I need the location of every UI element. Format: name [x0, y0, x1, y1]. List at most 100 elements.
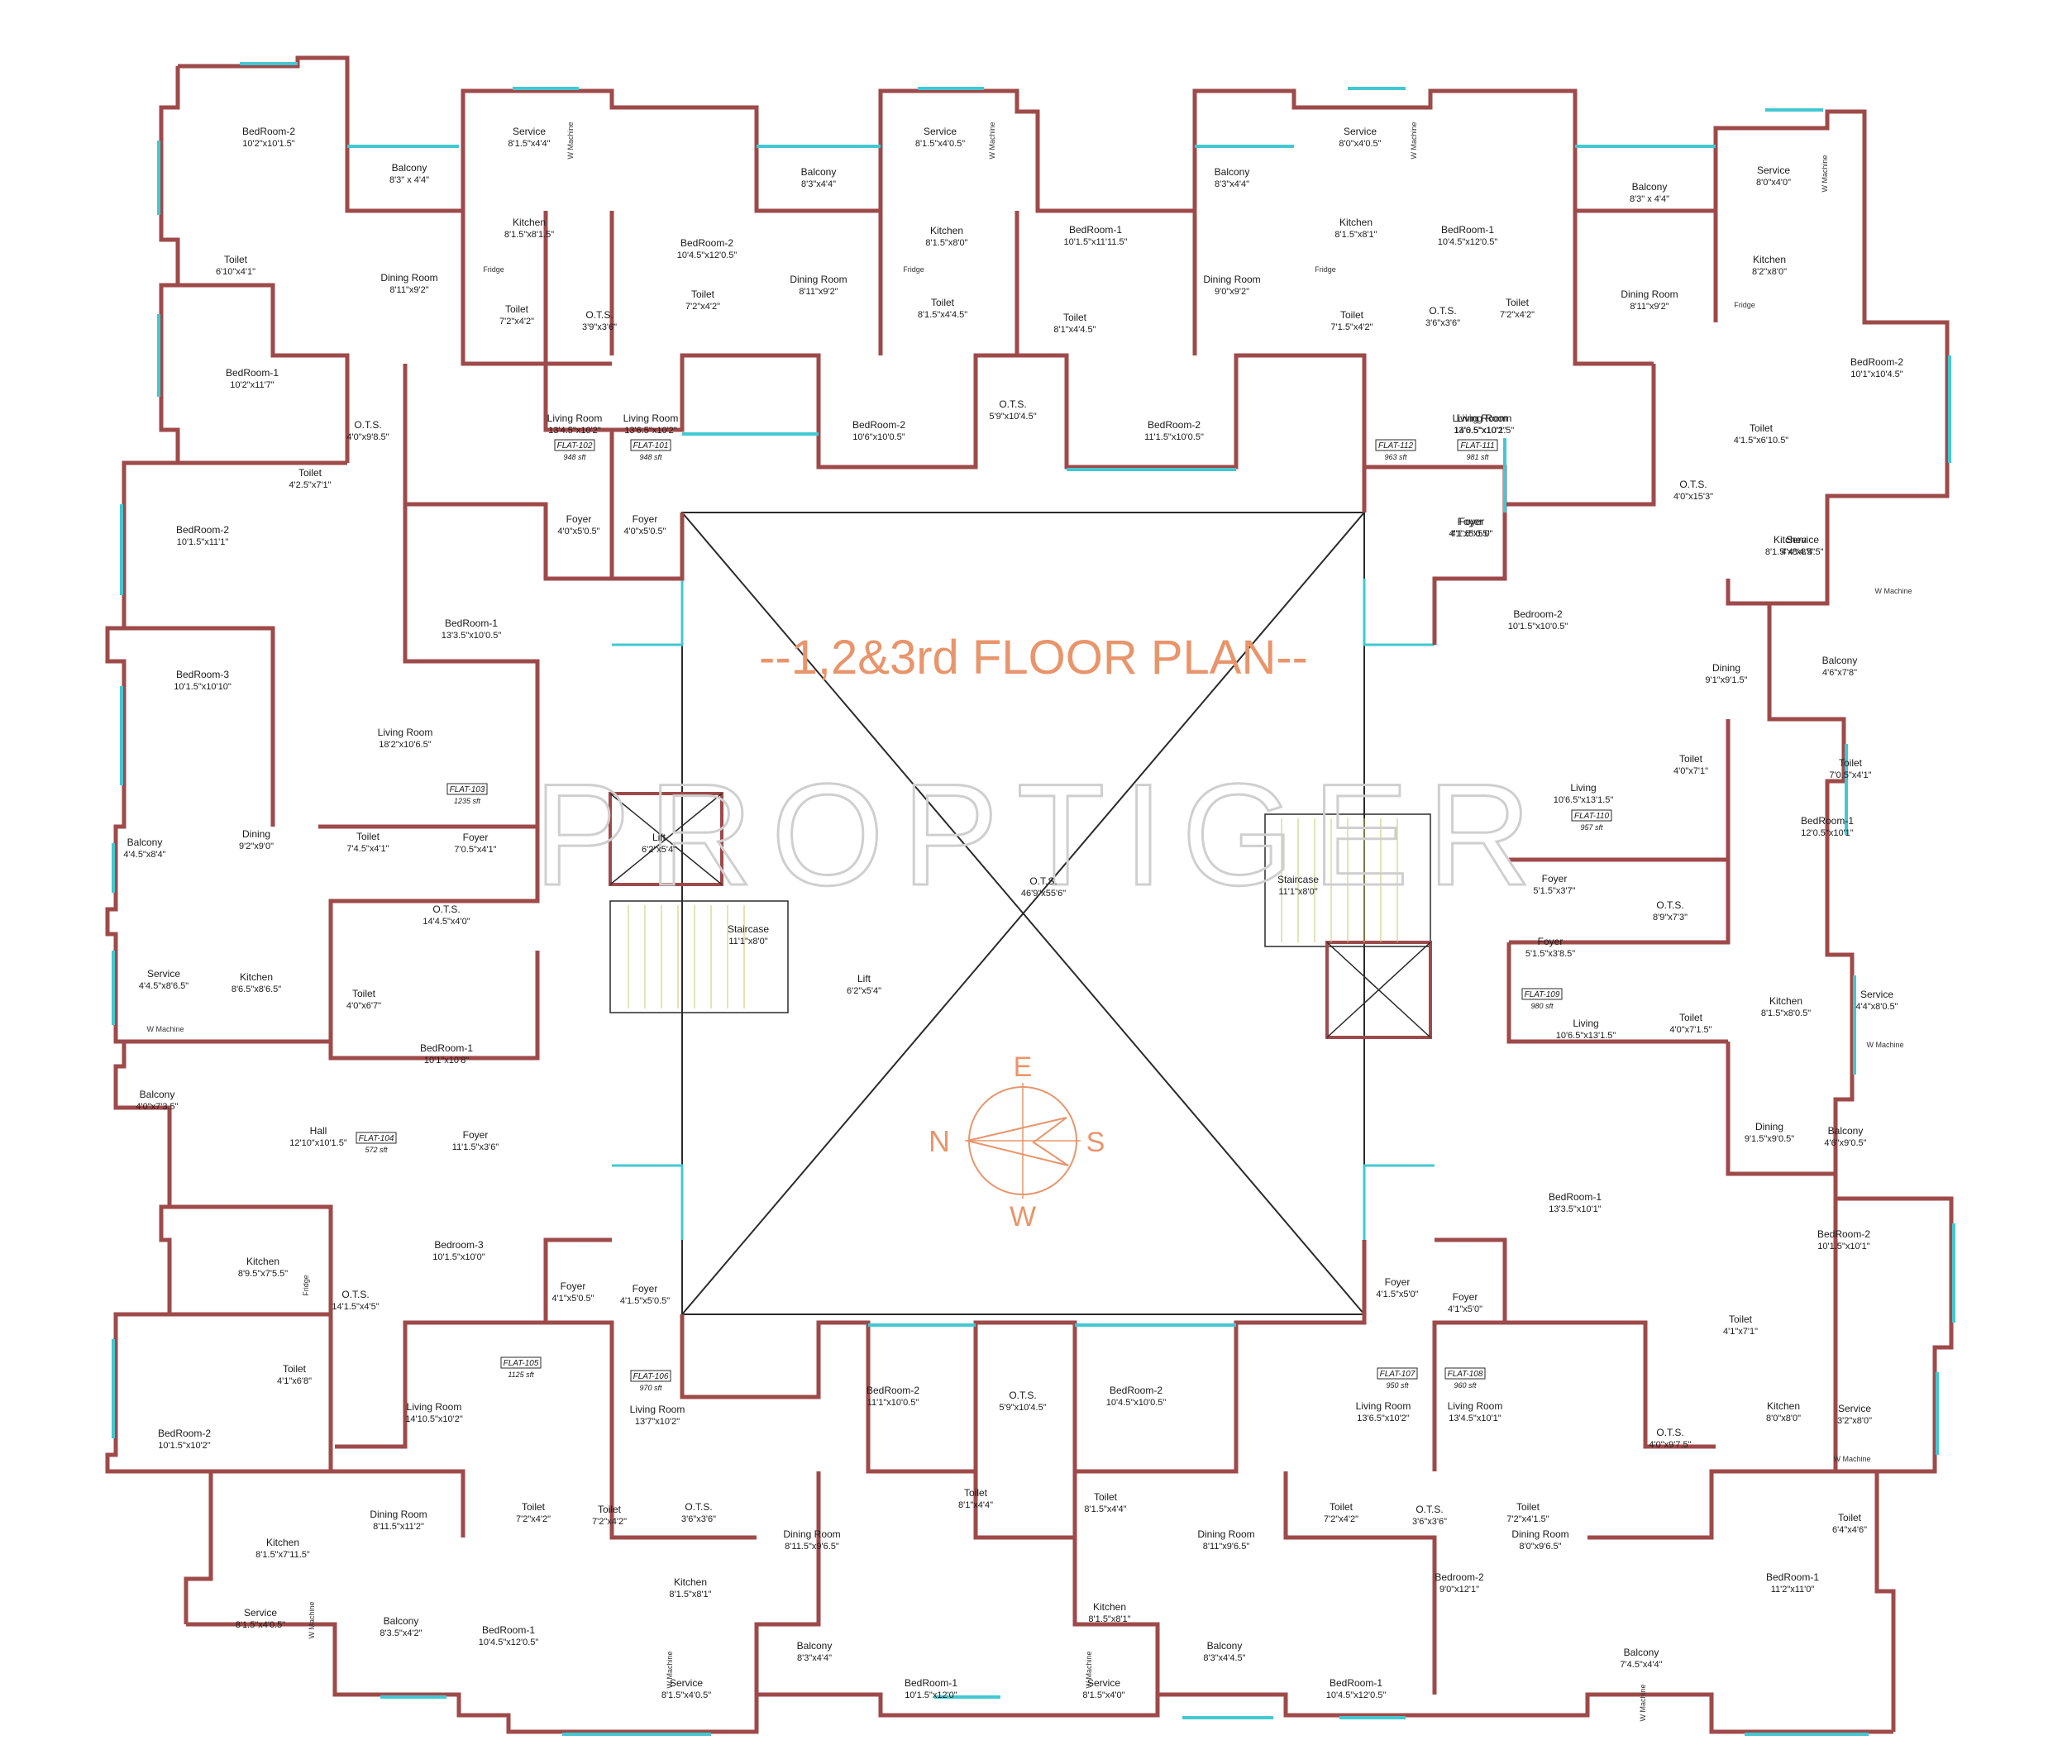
room-size: 8'3.5"x4'2" [380, 1628, 422, 1638]
flat-area: 980 sft [1530, 1002, 1554, 1010]
flat-id: FLAT-111 [1460, 441, 1494, 451]
washing-machine-label: W Machine [308, 1601, 316, 1638]
room-name: O.T.S. [1429, 305, 1456, 317]
room-name: Living Room [407, 1401, 462, 1413]
room-name: Kitchen [1769, 995, 1802, 1007]
flat-id: FLAT-105 [504, 1359, 539, 1368]
flat-tag-box [1377, 1367, 1418, 1380]
room-size: 10'1"x10'4.5" [1850, 369, 1903, 379]
room-name: Toilet [522, 1501, 546, 1513]
room-size: 14'0.5"x10'1.5" [1454, 426, 1515, 436]
room-label: BedRoom-211'1.5"x10'0.5" [1144, 419, 1204, 442]
room-name: Foyer [1542, 873, 1568, 884]
room-name: Kitchen [1753, 254, 1786, 265]
room-name: Kitchen [513, 217, 546, 228]
room-label: O.T.S.3'6"x3'6" [1425, 305, 1460, 328]
room-size: 6'10"x4'1" [216, 267, 255, 277]
room-name: Service [1838, 1403, 1871, 1414]
room-name: Service [147, 968, 180, 980]
room-size: 4'1.5"x5'0.5" [620, 1296, 670, 1306]
room-name: Toilet [1729, 1313, 1753, 1325]
room-size: 8'1.5"x8'4.5" [1765, 547, 1815, 557]
room-name: Dining Room [1511, 1528, 1568, 1540]
room-label: BedRoom-110'4.5"x12'0.5" [1438, 224, 1498, 247]
flat-tag-box [1571, 809, 1612, 822]
room-name: BedRoom-1 [445, 617, 498, 629]
room-label: BedRoom-210'6"x10'0.5" [852, 419, 905, 442]
room-name: Hall [310, 1125, 327, 1137]
room-name: Foyer [633, 1283, 658, 1294]
room-size: 3'6"x3'6" [681, 1514, 716, 1524]
room-name: BedRoom-2 [867, 1385, 919, 1396]
room-size: 10'2"x11'7" [230, 380, 274, 390]
room-size: 8'0"x4'0" [1756, 178, 1791, 188]
room-size: 8'3"x4'4.5" [1203, 1653, 1245, 1663]
flat-id: FLAT-107 [1380, 1370, 1416, 1379]
room-size: 8'1.5"x8'1" [1088, 1614, 1130, 1624]
room-size: 8'1.5"x7'11.5" [255, 1550, 310, 1560]
room-name: Toilet [1330, 1501, 1353, 1513]
room-size: 11'1"x8'0" [728, 937, 767, 946]
washing-machine-label: W Machine [1821, 155, 1829, 192]
room-size: 7'2"x4'2" [685, 302, 720, 312]
room-name: Dining Room [783, 1528, 840, 1540]
room-name: Toilet [1838, 1512, 1862, 1523]
watermark: PROPTIGER [534, 755, 1550, 916]
room-name: Toilet [931, 297, 955, 308]
room-label: BedRoom-110'4.5"x12'0.5" [1326, 1677, 1387, 1700]
room-size: 8'9.5"x7'5.5" [238, 1269, 288, 1279]
room-label: Bedroom-310'1.5"x10'0" [432, 1239, 485, 1262]
flat-area: 963 sft [1384, 453, 1407, 461]
room-size: 7'4.5"x4'4" [1620, 1660, 1662, 1670]
room-size: 6'4"x4'6" [1832, 1525, 1867, 1535]
room-size: 3'2"x8'0" [1837, 1416, 1872, 1426]
room-size: 4'0"x9'7.5" [1649, 1440, 1691, 1450]
room-size: 8'11"x9'2" [1630, 302, 1669, 312]
room-name: Kitchen [1339, 217, 1373, 228]
room-label: O.T.S.4'0"x15'3" [1673, 479, 1713, 502]
room-name: BedRoom-2 [1850, 356, 1903, 368]
flat-area: 572 sft [365, 1146, 388, 1154]
room-size: 4'0"x5'0.5" [623, 527, 666, 536]
room-size: 8'0"x9'6.5" [1519, 1542, 1561, 1552]
room-size: 3'6"x3'6" [1412, 1517, 1447, 1527]
room-size: 8'1.5"x4'0.5" [236, 1620, 285, 1630]
room-size: 10'4.5"x12'0.5" [1326, 1690, 1387, 1700]
room-name: Bedroom-3 [434, 1239, 484, 1251]
flat-area: 948 sft [563, 453, 586, 461]
room-label: O.T.S.4'0"x9'8.5" [346, 419, 389, 442]
room-name: Toilet [224, 254, 248, 265]
room-size: 8'1.5"x8'1" [669, 1590, 711, 1600]
room-name: Kitchen [240, 971, 273, 983]
room-name: Toilet [1750, 422, 1774, 434]
room-size: 4'1"x6'8" [277, 1376, 312, 1386]
room-size: 4'6"x9'0.5" [1824, 1138, 1866, 1148]
room-size: 4'1"x7'1" [1723, 1327, 1758, 1337]
flat-area: 960 sft [1454, 1381, 1477, 1390]
room-name: Living [1573, 1018, 1598, 1029]
room-label: O.T.S.3'9"x3'6" [582, 309, 617, 332]
flat-tag-box [1375, 439, 1416, 451]
room-name: Foyer [1538, 936, 1564, 947]
